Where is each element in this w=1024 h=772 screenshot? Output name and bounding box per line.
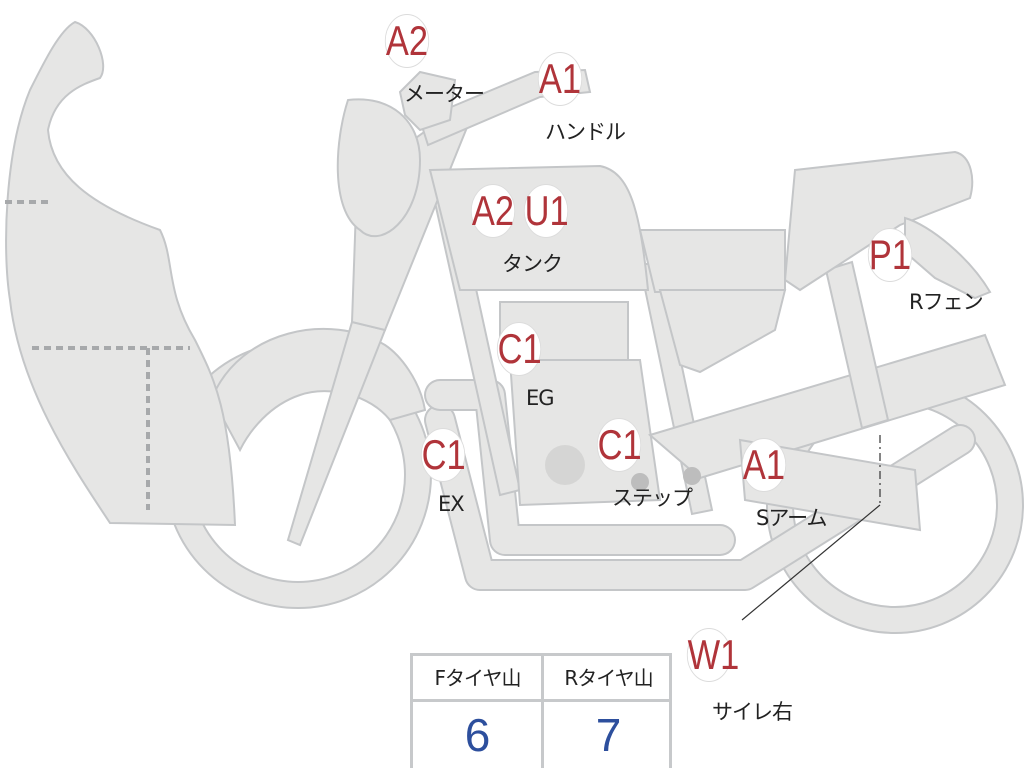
silencer-right-label: サイレ右 — [712, 700, 793, 724]
tank-label: タンク — [502, 252, 563, 276]
rear-fender — [904, 216, 992, 300]
rear-fender-label: Rフェン — [909, 290, 984, 314]
meter-label: メーター — [404, 82, 485, 106]
meter-code: A2 — [384, 14, 430, 68]
silencer-leader-line — [741, 504, 881, 621]
handle-label: ハンドル — [545, 120, 626, 144]
front-tire-tread-value: 6 — [464, 709, 491, 761]
rear-tire-tread-value: 7 — [595, 709, 622, 761]
exhaust-label: EX — [438, 492, 465, 516]
tank-code-a2: A2 — [470, 184, 516, 238]
front-fender — [210, 327, 427, 453]
tire-tread-table: Fタイヤ山 Rタイヤ山 6 7 — [410, 653, 672, 768]
exhaust-code: C1 — [420, 428, 466, 482]
front-tire-tread-header: Fタイヤ山 — [434, 666, 522, 690]
engine-code: C1 — [496, 322, 542, 376]
meter — [398, 70, 457, 132]
rear-tire-tread-header: Rタイヤ山 — [564, 666, 653, 690]
table-divider-vertical — [541, 656, 544, 768]
silencer-right-code: W1 — [686, 628, 739, 682]
handle-code: A1 — [537, 52, 583, 106]
swing-arm-label: Sアーム — [756, 506, 827, 530]
headlight — [336, 98, 422, 237]
step-label: ステップ — [612, 486, 693, 510]
fairing — [5, 20, 237, 527]
tank-code-u1: U1 — [523, 184, 569, 238]
step-code: C1 — [596, 418, 642, 472]
engine-label: EG — [526, 386, 555, 410]
rear-fender-code: P1 — [867, 228, 913, 282]
seat — [783, 150, 974, 292]
swing-arm-code: A1 — [741, 438, 787, 492]
